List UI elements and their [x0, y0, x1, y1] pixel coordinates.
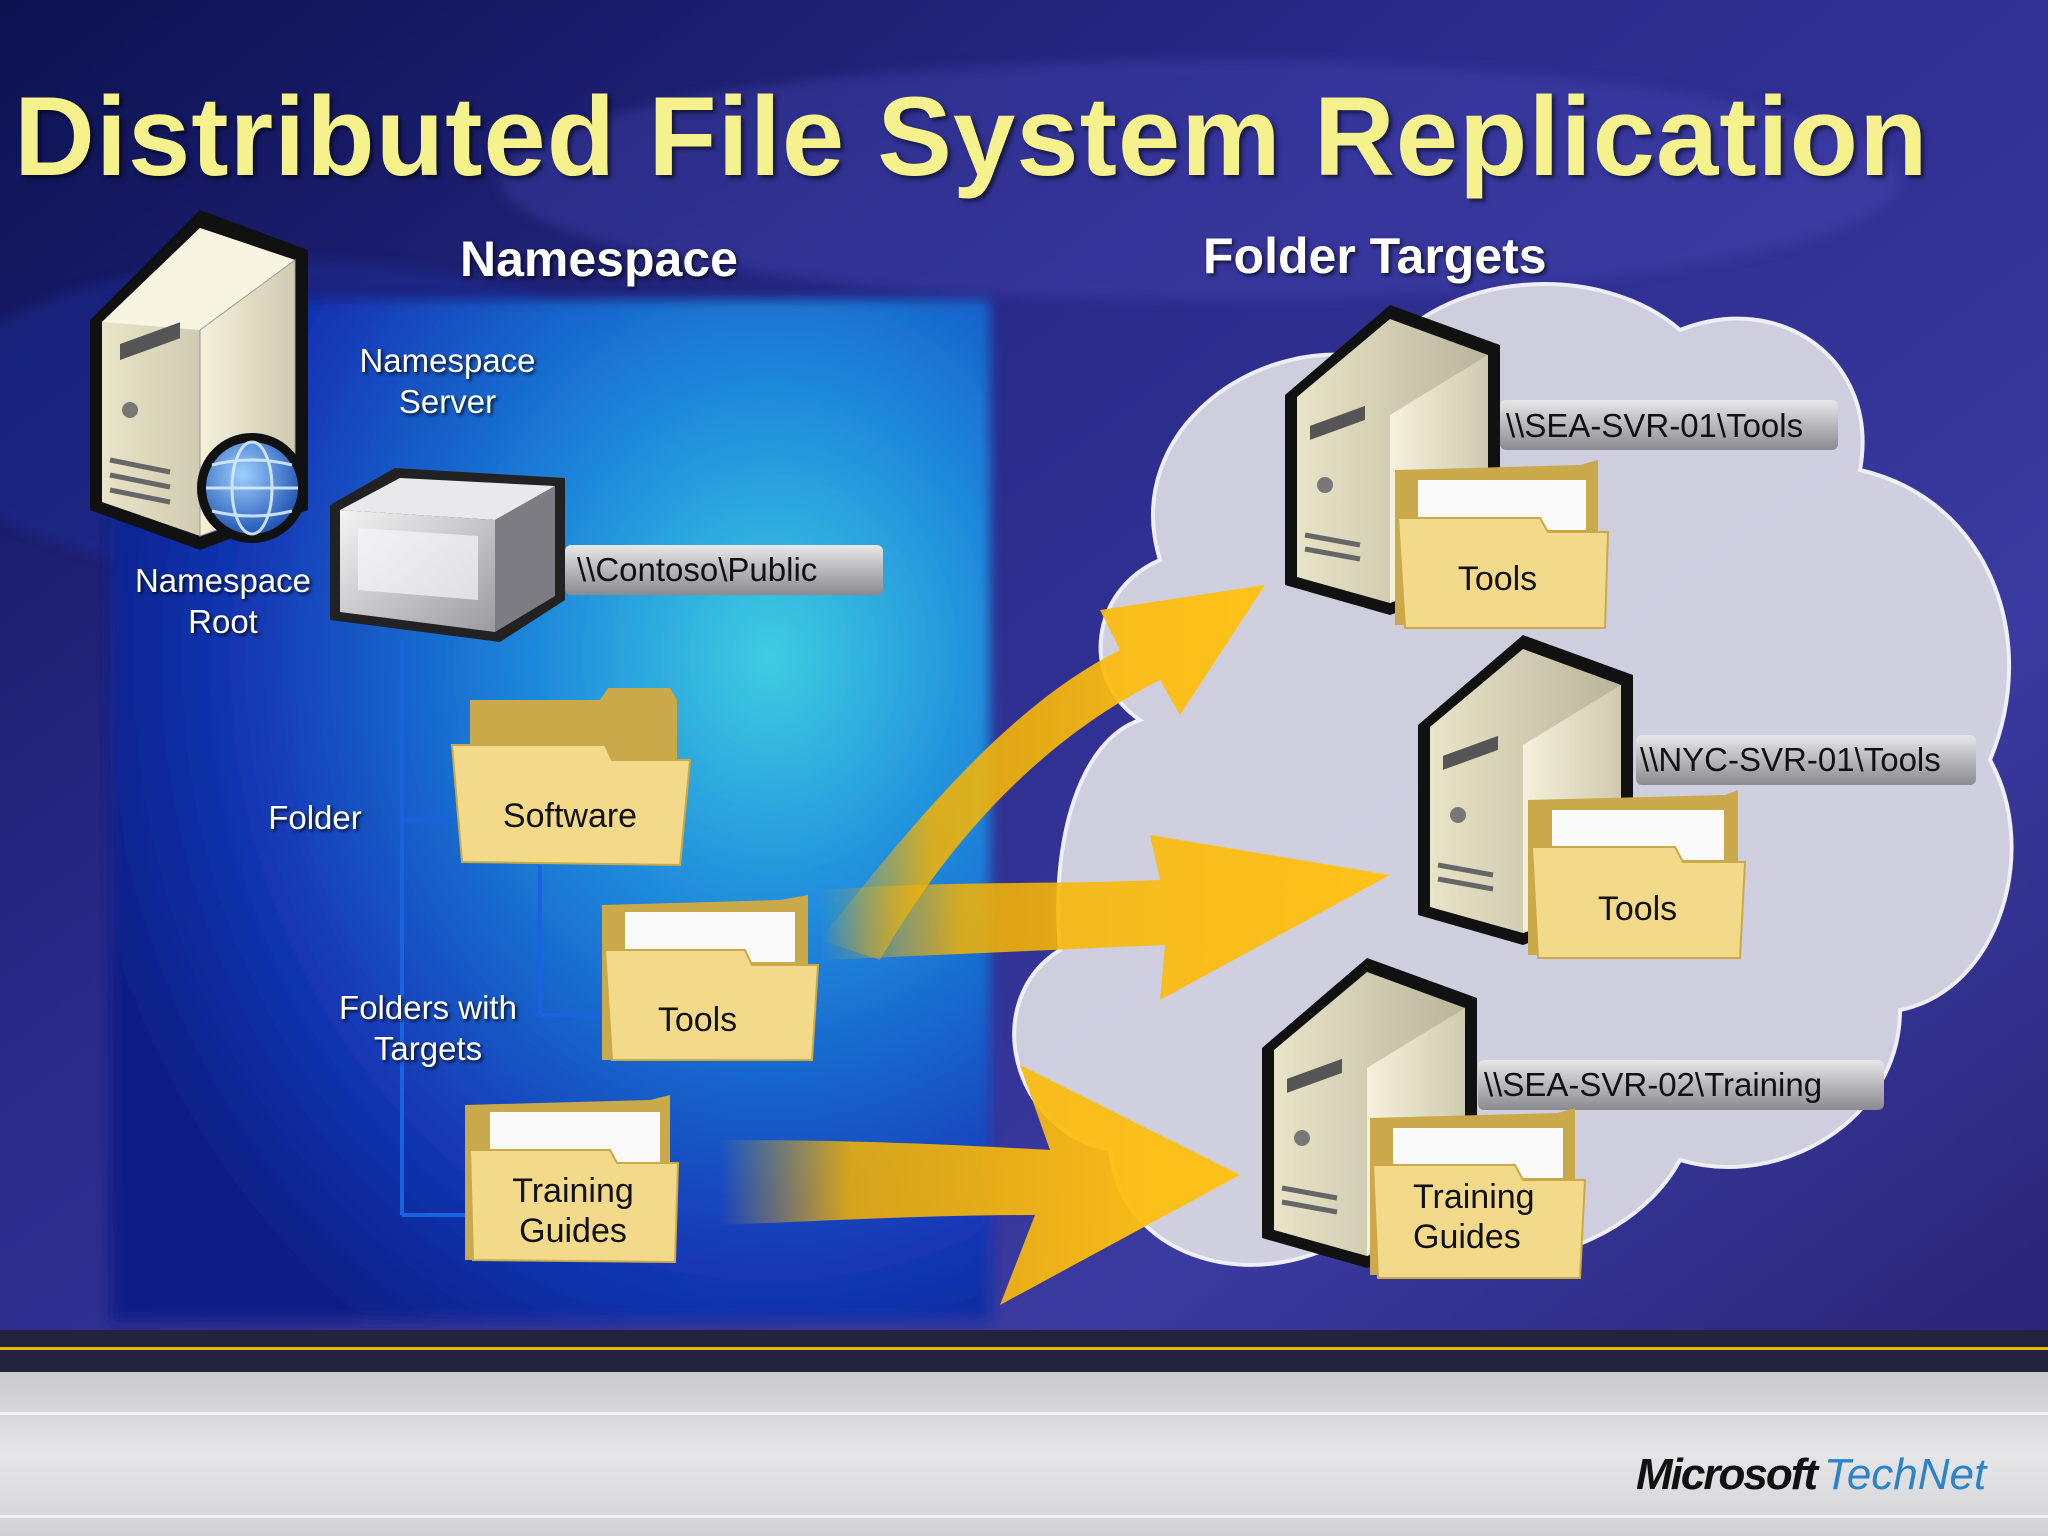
target-path-sea-svr-02: \\SEA-SVR-02\Training [1484, 1066, 1823, 1103]
target-folder-label: Tools [1597, 890, 1678, 928]
root-path-label: \\Contoso\Public [577, 551, 818, 588]
folder-icon [1370, 1108, 1587, 1279]
target-path-bar [1636, 735, 1976, 785]
arrow-icon [720, 1065, 1240, 1305]
replication-arrows [720, 585, 1390, 1305]
share-box-icon [330, 468, 565, 642]
footer-divider [0, 1347, 2048, 1350]
folder-icon [465, 1095, 680, 1264]
folder-tools-label: Tools [657, 1001, 738, 1039]
folder-targets-heading: Folder Targets [1203, 228, 1547, 284]
arrow-icon [820, 585, 1265, 960]
tree-lines [400, 640, 600, 1217]
globe-icon [197, 433, 307, 543]
root-path-bar [565, 545, 883, 595]
namespace-root-label: Namespace Root [134, 562, 312, 640]
arrow-icon [820, 835, 1390, 1000]
target-path-sea-svr-01: \\SEA-SVR-01\Tools [1506, 407, 1804, 444]
folder-icon [450, 688, 692, 867]
target-folder-label: Tools [1457, 560, 1538, 598]
folder-label: Folder [268, 799, 362, 836]
namespace-server-label: Namespace Server [359, 342, 536, 420]
slide-title: Distributed File System Replication [14, 74, 1929, 199]
folder-icon [1528, 790, 1747, 959]
microsoft-wordmark: Microsoft [1636, 1450, 1818, 1499]
target-path-nyc-svr-01: \\NYC-SVR-01\Tools [1640, 741, 1941, 778]
folders-with-targets-label: Folders with Targets [339, 989, 517, 1067]
folder-training-guides-label: Training Guides [512, 1172, 634, 1250]
namespace-heading: Namespace [460, 231, 738, 287]
target-path-bar [1478, 1060, 1884, 1110]
target-path-bar [1500, 400, 1838, 450]
footer-band [0, 1372, 2048, 1536]
folder-icon [1395, 460, 1610, 629]
target-folder-label: Training Guides [1413, 1178, 1535, 1256]
folder-icon [602, 895, 820, 1061]
technet-wordmark: TechNet [1824, 1450, 1987, 1499]
folder-software-label: Software [502, 797, 638, 835]
